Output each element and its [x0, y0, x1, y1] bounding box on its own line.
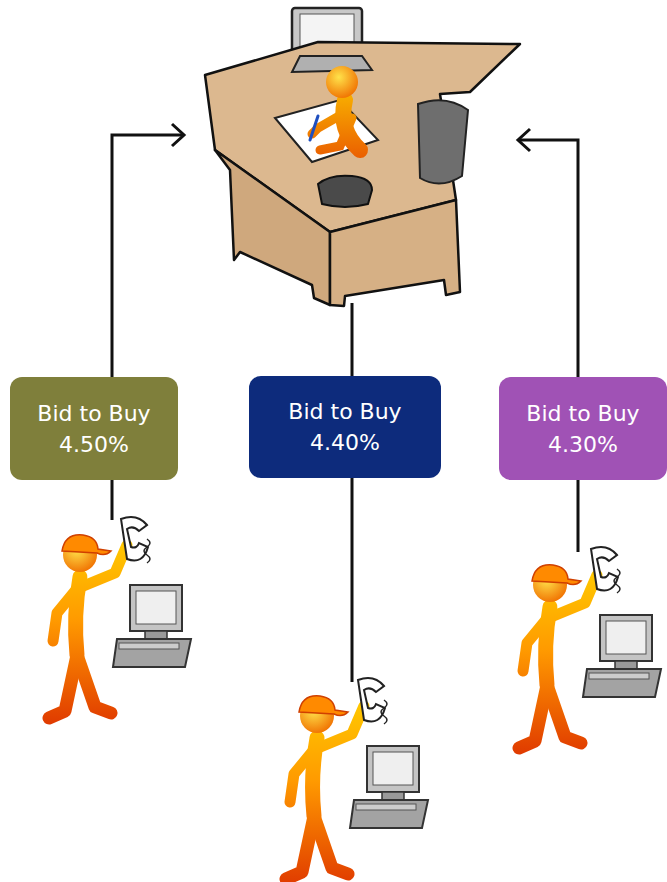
bidder-figure	[49, 517, 191, 718]
bidder-figure	[286, 678, 428, 879]
desk-illustration	[205, 8, 520, 306]
desk-person-head	[326, 66, 358, 98]
desk-side	[215, 150, 330, 305]
bid-rate: 4.40%	[310, 427, 380, 458]
bid-rate: 4.30%	[548, 429, 618, 460]
bid-box: Bid to Buy4.50%	[10, 377, 178, 480]
bid-box: Bid to Buy4.40%	[249, 376, 441, 478]
bid-line	[351, 303, 354, 682]
desk-person-arm	[320, 118, 352, 150]
bid-label: Bid to Buy	[526, 398, 639, 429]
office-chair	[418, 100, 468, 183]
bid-line	[518, 140, 578, 552]
arrow-head	[172, 124, 184, 146]
arrow-head	[518, 129, 530, 151]
pen	[310, 116, 318, 140]
desk-front	[330, 200, 460, 306]
bid-box: Bid to Buy4.30%	[499, 377, 667, 480]
paper-sheet	[275, 100, 378, 162]
bidder-figure	[519, 547, 661, 748]
bid-rate: 4.50%	[59, 429, 129, 460]
bid-label: Bid to Buy	[288, 396, 401, 427]
desk-phone	[318, 176, 372, 207]
bid-label: Bid to Buy	[37, 398, 150, 429]
